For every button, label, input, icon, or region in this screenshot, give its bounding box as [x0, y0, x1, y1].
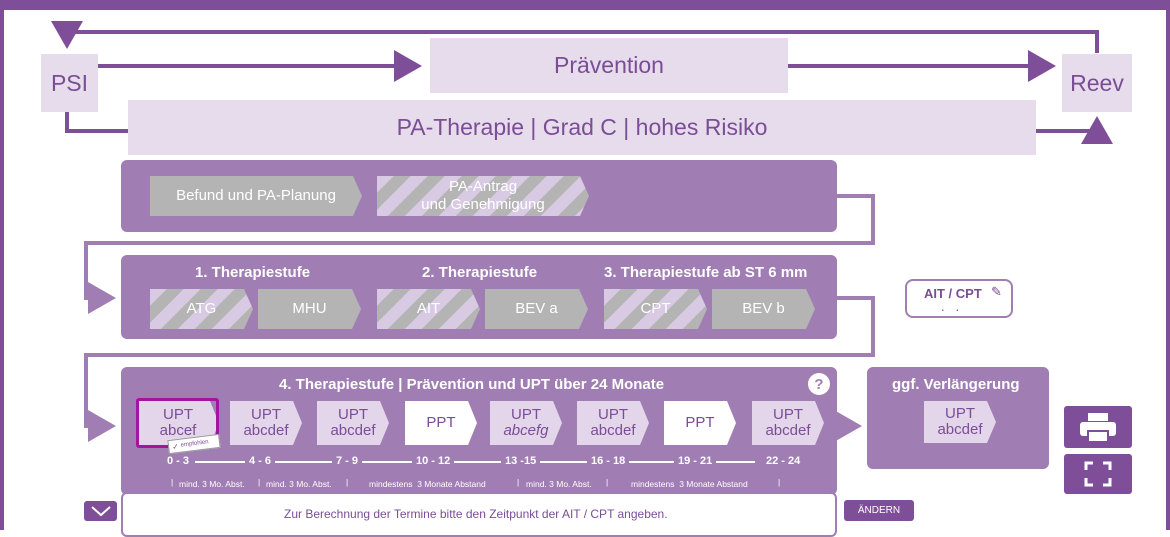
- tick-4: 13 -15: [501, 455, 541, 467]
- atg-label: ATG: [186, 300, 217, 317]
- abstand-2: mind. 3 Mo. Abst.: [266, 479, 332, 489]
- step-line1: PPT: [426, 414, 456, 431]
- change-button-label: ÄNDERN: [857, 505, 901, 516]
- extension-title: ggf. Verlängerung: [892, 376, 1020, 393]
- ppt-step-7[interactable]: PPT: [664, 401, 736, 445]
- bev-a-label: BEV a: [515, 300, 558, 317]
- step-line2: abcef: [159, 422, 197, 439]
- abstand-sep: |: [517, 477, 520, 487]
- collapse-button[interactable]: [84, 501, 117, 521]
- step-line1: UPT: [337, 406, 368, 423]
- bev-b-label: BEV b: [742, 300, 785, 317]
- step-line2: abcdef: [243, 422, 289, 439]
- step-line2: abcefg: [503, 422, 549, 439]
- stage1-title: 1. Therapiestufe: [195, 264, 311, 281]
- mhu-step[interactable]: MHU: [258, 289, 361, 329]
- right-border: [1166, 0, 1170, 530]
- step-line2: abcdef: [937, 421, 983, 438]
- therapy-title: PA-Therapie | Grad C | hohes Risiko: [396, 114, 768, 140]
- abstand-sep: |: [258, 477, 261, 487]
- pencil-icon[interactable]: ✎: [991, 284, 1002, 299]
- tick-2: 7 - 9: [332, 455, 363, 467]
- hint-text: Zur Berechnung der Termine bitte den Zei…: [284, 507, 668, 521]
- tick-7: 22 - 24: [762, 455, 805, 467]
- abstand-1: mind. 3 Mo. Abst.: [179, 479, 245, 489]
- abstand-sep: |: [606, 477, 609, 487]
- tick-1: 4 - 6: [245, 455, 276, 467]
- step-line1: UPT: [772, 406, 803, 423]
- tick-5: 16 - 18: [587, 455, 630, 467]
- step-line1: UPT: [510, 406, 541, 423]
- abstand-3: mindestens 3 Monate Abstand: [369, 479, 486, 489]
- abstand-sep: |: [171, 477, 174, 487]
- therapy-title-box: PA-Therapie | Grad C | hohes Risiko: [128, 100, 1036, 155]
- reev-label: Reev: [1070, 69, 1124, 96]
- abstand-4: mind. 3 Mo. Abst.: [526, 479, 592, 489]
- check-icon: ✓: [171, 441, 180, 452]
- timeline-line: [195, 461, 755, 463]
- bev-b-step[interactable]: BEV b: [712, 289, 815, 329]
- help-icon-label: ?: [814, 375, 824, 393]
- befund-step[interactable]: Befund und PA-Planung: [150, 176, 362, 216]
- change-button[interactable]: ÄNDERN: [844, 500, 914, 521]
- ait-step[interactable]: AIT: [377, 289, 480, 329]
- step-line1: UPT: [162, 406, 193, 423]
- bev-a-step[interactable]: BEV a: [485, 289, 588, 329]
- cpt-label: CPT: [640, 300, 671, 317]
- ait-label: AIT: [416, 300, 441, 317]
- ait-cpt-date-box[interactable]: AIT / CPT ✎ . .: [905, 279, 1013, 318]
- top-bar: [0, 0, 1170, 10]
- tick-3: 10 - 12: [412, 455, 455, 467]
- stage2-title: 2. Therapiestufe: [422, 264, 538, 281]
- cpt-step[interactable]: CPT: [604, 289, 707, 329]
- step-line1: UPT: [597, 406, 628, 423]
- abstand-sep: |: [778, 477, 781, 487]
- psi-label: PSI: [50, 69, 89, 96]
- ppt-step-4[interactable]: PPT: [405, 401, 477, 445]
- step-line2: abcdef: [590, 422, 636, 439]
- recommended-label: empfohlen: [180, 439, 209, 449]
- abstand-5: mindestens 3 Monate Abstand: [631, 479, 748, 489]
- psi-box[interactable]: PSI: [41, 54, 98, 112]
- print-button[interactable]: [1064, 406, 1132, 448]
- stage3-title: 3. Therapiestufe ab ST 6 mm: [604, 264, 808, 281]
- tick-0: 0 - 3: [163, 455, 194, 467]
- fullscreen-icon: [1084, 461, 1112, 487]
- mhu-label: MHU: [292, 300, 327, 317]
- step-line2: abcdef: [330, 422, 376, 439]
- step-line2: abcdef: [765, 422, 811, 439]
- step-line1: UPT: [944, 405, 975, 422]
- praevention-label: Prävention: [554, 52, 664, 78]
- step-line1: PPT: [685, 414, 715, 431]
- befund-label: Befund und PA-Planung: [176, 187, 336, 204]
- stage4-title: 4. Therapiestufe | Prävention und UPT üb…: [279, 376, 665, 393]
- help-icon[interactable]: ?: [808, 373, 830, 395]
- ait-cpt-label: AIT / CPT: [924, 286, 982, 301]
- reev-box[interactable]: Reev: [1062, 54, 1132, 112]
- printer-icon: [1080, 413, 1116, 441]
- ait-cpt-dots: . .: [941, 299, 960, 314]
- praevention-box[interactable]: Prävention: [430, 38, 788, 93]
- step-line1: UPT: [250, 406, 281, 423]
- antrag-step[interactable]: PA-Antrag und Genehmigung: [377, 176, 589, 216]
- abstand-sep: |: [346, 477, 349, 487]
- fullscreen-button[interactable]: [1064, 454, 1132, 494]
- chevron-down-icon: [90, 506, 111, 517]
- atg-step[interactable]: ATG: [150, 289, 253, 329]
- tick-6: 19 - 21: [674, 455, 717, 467]
- antrag-label: PA-Antrag und Genehmigung: [421, 178, 545, 213]
- left-border: [0, 0, 4, 530]
